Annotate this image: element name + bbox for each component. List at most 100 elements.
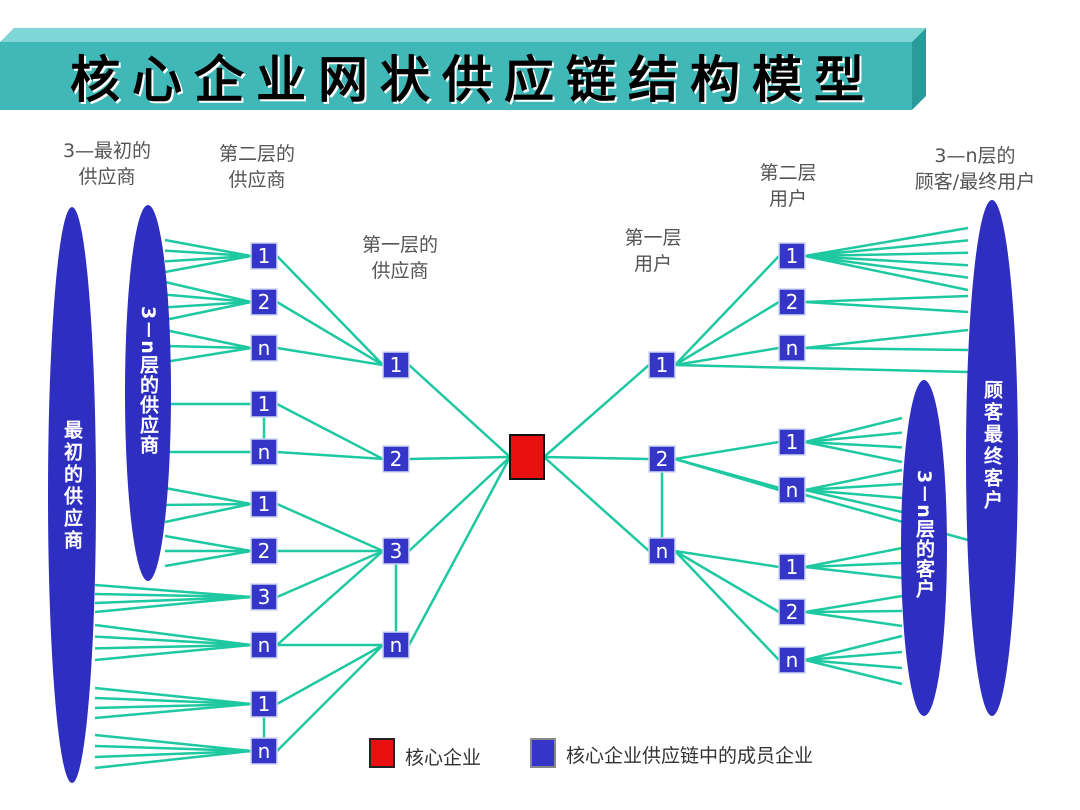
node-label: 1 [258, 244, 271, 268]
node-label: n [390, 633, 403, 657]
connection-line [164, 300, 252, 309]
connection-line [804, 594, 903, 614]
user-tier1-node: 1 [648, 351, 676, 379]
node-label: n [258, 336, 271, 360]
n-tier-customers-ellipse [901, 380, 947, 716]
connection-line [674, 549, 780, 569]
supplier-tier2-node: n [250, 438, 278, 466]
supplier-tier2-node: 1 [250, 690, 278, 718]
connection-line [164, 549, 252, 568]
node-box [778, 598, 806, 626]
connection-line [804, 254, 969, 267]
connection-line [276, 502, 384, 553]
node-label: n [258, 440, 271, 464]
user-tier2-node: 2 [778, 288, 806, 316]
connection-line [804, 658, 903, 670]
n-tier-suppliers-label: 3－n层的供应商 [137, 306, 160, 455]
connection-line [276, 255, 384, 366]
connection-line [408, 455, 511, 461]
node-box [778, 242, 806, 270]
tier1-users-line2: 用户 [633, 253, 672, 275]
connection-line [164, 249, 252, 258]
connection-line [164, 280, 252, 304]
legend-member-label: 核心企业供应链中的成员企业 [566, 745, 814, 767]
node-box [778, 476, 806, 504]
connection-line [804, 488, 903, 500]
node-box [250, 583, 278, 611]
connection-line [94, 643, 252, 662]
node-box [382, 537, 410, 565]
node-label: 1 [258, 492, 271, 516]
connection-line [804, 634, 903, 662]
connection-line [164, 486, 252, 506]
node-label: 1 [258, 692, 271, 716]
connection-line [164, 534, 252, 553]
tier1-suppliers-label: 第一层的 供应商 [335, 232, 465, 284]
connection-line [804, 658, 903, 686]
title-banner [0, 28, 926, 110]
connection-lines [94, 226, 969, 770]
node-label: n [258, 739, 271, 763]
node-label: 2 [258, 290, 271, 314]
node-label: n [656, 539, 669, 563]
connection-line [674, 255, 780, 366]
tier1-users-label: 第一层 用户 [588, 225, 718, 277]
user-tier2-node: n [778, 476, 806, 504]
node-box [648, 537, 676, 565]
legend-core-label: 核心企业 [405, 747, 482, 769]
node-label: n [786, 648, 799, 672]
connection-line [164, 300, 252, 322]
connection-line [674, 549, 780, 614]
connection-line [276, 644, 384, 752]
node-label: 1 [786, 244, 799, 268]
connection-line [164, 346, 252, 364]
connection-line [94, 623, 252, 647]
connection-line [804, 468, 903, 492]
connection-line [804, 650, 903, 662]
node-label: 2 [258, 539, 271, 563]
user-tier2-node: 1 [778, 428, 806, 456]
node-label: 1 [390, 353, 403, 377]
node-box [382, 445, 410, 473]
connection-line [276, 550, 384, 646]
node-box [778, 334, 806, 362]
connection-line [94, 696, 252, 706]
connection-line [276, 300, 384, 367]
ellipse-labels: 最初的供应商 3－n层的供应商 顾客最终客户 3－n层的客户 [61, 306, 1003, 599]
connection-line [804, 254, 969, 292]
supplier-tier1-node: 1 [382, 351, 410, 379]
connection-line [408, 364, 511, 458]
node-box [648, 445, 676, 473]
tierN-customers-line1: 3—n层的 [934, 145, 1016, 167]
connection-line [407, 456, 512, 646]
node-box [778, 288, 806, 316]
original-suppliers-ellipse [48, 207, 96, 783]
supplier-tier2-node: 1 [250, 242, 278, 270]
tier2-users-line2: 用户 [768, 188, 807, 210]
node-box [250, 288, 278, 316]
legend-member-swatch [530, 738, 556, 768]
connection-line [94, 702, 252, 720]
connection-line [804, 251, 969, 258]
tier3-suppliers-label: 3—最初的 供应商 [42, 138, 172, 190]
user-tier1-node: n [648, 537, 676, 565]
node-label: 1 [786, 430, 799, 454]
node-label: 1 [786, 555, 799, 579]
connection-line [804, 300, 969, 314]
tierN-customers-line2: 顾客/最终用户 [914, 171, 1036, 193]
tier2-users-line1: 第二层 [759, 162, 817, 184]
connection-line [804, 328, 969, 350]
supplier-tier2-node: n [250, 334, 278, 362]
user-tier2-node: n [778, 334, 806, 362]
connection-line [164, 254, 252, 274]
user-tier2-node: 1 [778, 553, 806, 581]
supplier-tier2-node: n [250, 631, 278, 659]
original-suppliers-label: 最初的供应商 [61, 420, 84, 552]
connection-line [804, 431, 903, 444]
tier1-users-line1: 第一层 [624, 227, 682, 249]
connection-line [804, 565, 903, 580]
user-tier2-node: n [778, 646, 806, 674]
node-box [778, 646, 806, 674]
node-box [382, 351, 410, 379]
